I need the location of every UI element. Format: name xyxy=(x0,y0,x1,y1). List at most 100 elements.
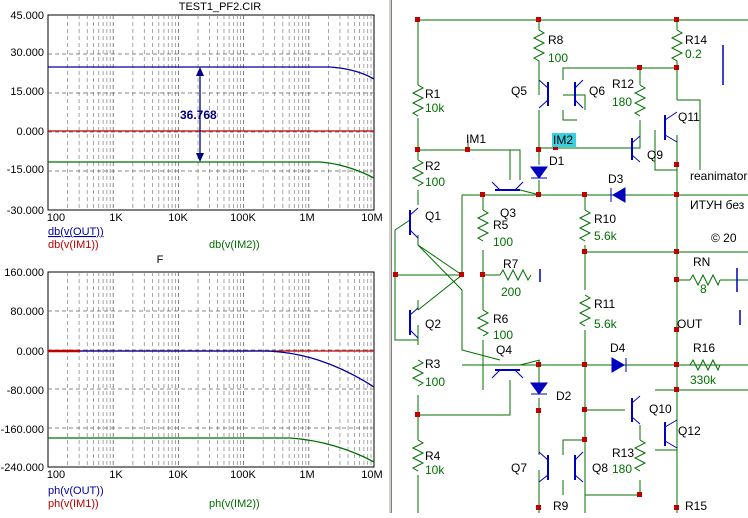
diode-d3 xyxy=(612,187,626,203)
ph-ytick: -240.000 xyxy=(1,462,44,474)
plot-title: TEST1_PF2.CIR xyxy=(179,1,262,13)
resistor-r6 xyxy=(476,309,490,337)
trace-db-im2 xyxy=(48,161,375,179)
label-r14: R14 xyxy=(685,33,707,47)
legend-ph-im2[interactable]: ph(v(IM2)) xyxy=(209,498,260,510)
magnitude-plot-frame[interactable]: 36.768 xyxy=(47,14,375,211)
resistor-rn xyxy=(689,273,721,287)
desc-note: ИТУН без xyxy=(690,198,745,212)
value-r6: 100 xyxy=(493,328,513,342)
pane-splitter[interactable] xyxy=(388,0,392,513)
label-r1: R1 xyxy=(425,87,441,101)
mag-xtick: 10K xyxy=(168,212,188,224)
value-r12: 180 xyxy=(612,95,632,109)
value-r16: 330k xyxy=(690,373,717,387)
phase-grid xyxy=(48,272,374,467)
resistors xyxy=(411,29,721,472)
label-r6: R6 xyxy=(493,312,509,326)
resistor-r3 xyxy=(411,359,425,387)
mag-ytick: -30.000 xyxy=(7,205,44,217)
diode-d2 xyxy=(530,382,548,395)
label-r5: R5 xyxy=(493,218,509,232)
label-r15: R15 xyxy=(685,499,707,513)
label-r4: R4 xyxy=(425,449,441,463)
label-d1: D1 xyxy=(549,154,565,168)
mag-xtick: 100K xyxy=(230,212,256,224)
label-d3: D3 xyxy=(608,172,624,186)
magnitude-grid xyxy=(48,15,374,210)
delta-annotation: 36.768 xyxy=(180,108,217,122)
phase-plot-frame[interactable] xyxy=(47,271,375,468)
value-r2: 100 xyxy=(425,175,445,189)
resistor-r7 xyxy=(499,268,532,282)
label-q6: Q6 xyxy=(589,84,605,98)
label-r16: R16 xyxy=(693,341,715,355)
value-r5: 100 xyxy=(493,235,513,249)
ph-xtick: 100K xyxy=(230,469,256,481)
legend-db-im1[interactable]: db(v(IM1)) xyxy=(48,239,99,251)
legend-ph-out[interactable]: ph(v(OUT)) xyxy=(48,485,104,497)
mag-ytick: 15.000 xyxy=(10,86,44,98)
resistor-r10 xyxy=(578,209,592,242)
label-r12: R12 xyxy=(612,77,634,91)
value-r1: 10k xyxy=(425,101,445,115)
mag-ytick: 0.000 xyxy=(16,126,44,138)
net-im1: IM1 xyxy=(466,132,486,146)
ph-xtick: 10M xyxy=(361,469,382,481)
plots-canvas: TEST1_PF2.CIR 36.768 45.000 30.000 15.0 xyxy=(1,1,383,510)
value-r8: 100 xyxy=(548,51,568,65)
trace-db-out xyxy=(48,66,375,80)
mag-xtick: 100 xyxy=(47,212,65,224)
ph-ytick: 160.000 xyxy=(4,267,44,279)
label-q8: Q8 xyxy=(592,461,608,475)
analysis-plots-pane: TEST1_PF2.CIR 36.768 45.000 30.000 15.0 xyxy=(0,1,383,510)
resistor-r8 xyxy=(532,29,546,70)
phase-plot-title: F xyxy=(157,254,164,266)
label-q12: Q12 xyxy=(678,424,701,438)
label-q4: Q4 xyxy=(496,343,512,357)
label-q7: Q7 xyxy=(511,461,527,475)
ph-xtick: 100 xyxy=(47,469,65,481)
net-im2: IM2 xyxy=(553,133,573,147)
value-r13: 180 xyxy=(612,462,632,476)
junction-nodes xyxy=(393,17,679,510)
schematic-canvas[interactable]: R1 10k R2 100 Q1 Q2 R3 100 R4 10k IM1 Q3… xyxy=(392,0,748,513)
ground-symbols xyxy=(539,45,741,325)
value-r7: 200 xyxy=(501,285,521,299)
diode-d4 xyxy=(611,357,625,373)
label-q10: Q10 xyxy=(649,402,672,416)
label-r10: R10 xyxy=(594,212,616,226)
transistor-leads xyxy=(409,79,678,483)
label-q3: Q3 xyxy=(500,206,516,220)
label-q2: Q2 xyxy=(425,317,441,331)
label-r7: R7 xyxy=(503,257,519,271)
label-rn: RN xyxy=(693,255,710,269)
delta-measurement-arrow xyxy=(196,67,204,162)
label-q5: Q5 xyxy=(511,84,527,98)
ph-xtick: 1K xyxy=(109,469,123,481)
resistor-r4 xyxy=(411,439,425,472)
legend-db-out[interactable]: db(v(OUT)) xyxy=(48,226,104,238)
value-r11: 5.6k xyxy=(594,317,618,331)
label-r9: R9 xyxy=(553,499,569,513)
author-note: reanimator xyxy=(690,169,747,183)
label-d2: D2 xyxy=(556,389,572,403)
label-r2: R2 xyxy=(425,159,441,173)
mag-xtick: 1K xyxy=(109,212,123,224)
schematic-pane: R1 10k R2 100 Q1 Q2 R3 100 R4 10k IM1 Q3… xyxy=(392,0,748,513)
legend-ph-im1[interactable]: ph(v(IM1)) xyxy=(48,498,99,510)
resistor-r14 xyxy=(670,29,684,68)
mag-xtick: 10M xyxy=(361,212,382,224)
transistors xyxy=(409,82,666,480)
resistor-r5 xyxy=(476,209,490,242)
trace-ph-out xyxy=(48,350,375,388)
mag-ytick: -15.000 xyxy=(7,164,44,176)
mag-ytick: 45.000 xyxy=(10,10,44,22)
value-r14: 0.2 xyxy=(685,47,702,61)
value-rn: 8 xyxy=(700,282,707,296)
label-r8: R8 xyxy=(548,33,564,47)
value-r3: 100 xyxy=(425,375,445,389)
legend-db-im2[interactable]: db(v(IM2)) xyxy=(209,239,260,251)
resistor-r16 xyxy=(689,358,721,372)
